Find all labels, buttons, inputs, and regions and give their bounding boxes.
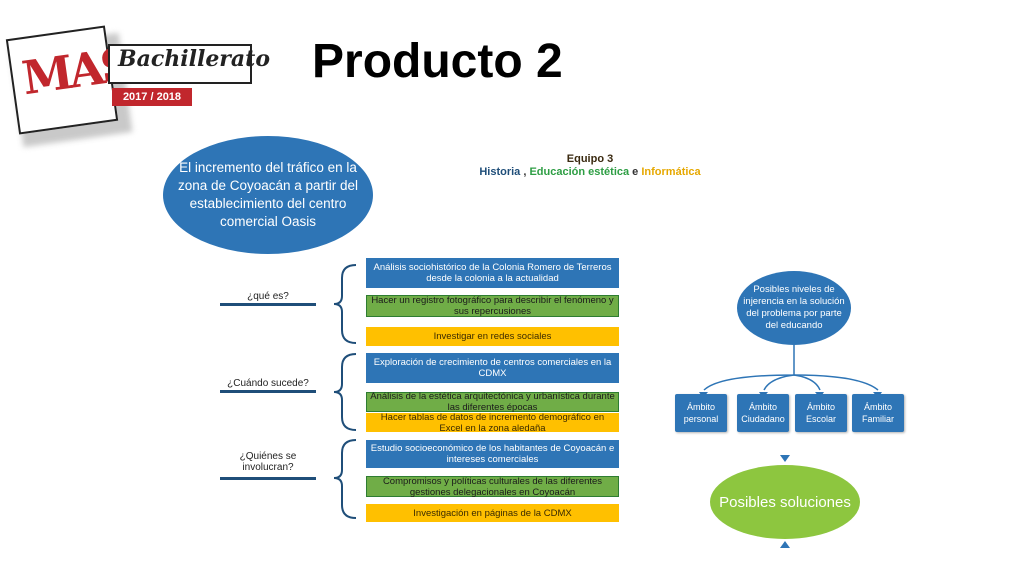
branch-escolar [793, 374, 821, 391]
team-subject: Informática [641, 166, 701, 178]
problem-oval: El incremento del tráfico en la zona de … [163, 136, 373, 254]
team-subject: Historia [479, 166, 521, 178]
ambito-box: Ámbito Escolar [795, 394, 847, 432]
team-title: Equipo 3 [566, 153, 614, 165]
task-box: Análisis sociohistórico de la Colonia Ro… [366, 258, 619, 288]
team-subject: Educación estética [529, 166, 630, 178]
ambito-box: Ámbito Familiar [852, 394, 904, 432]
arrow-down-top [780, 455, 790, 462]
question-line [220, 477, 316, 480]
logo-years: 2017 / 2018 [112, 88, 192, 106]
team-subject: e [629, 166, 642, 178]
page-title: Producto 2 [312, 35, 563, 88]
task-box: Investigación en páginas de la CDMX [366, 504, 619, 522]
branch-familiar [793, 374, 879, 391]
task-box: Análisis de la estética arquitectónica y… [366, 391, 619, 413]
question-line [220, 303, 316, 306]
levels-oval: Posibles niveles de injerencia en la sol… [737, 271, 851, 345]
ambito-box: Ámbito Ciudadano [737, 394, 789, 432]
brace-3 [333, 439, 357, 519]
team-subjects: Historia , Educación estética e Informát… [430, 166, 750, 178]
task-box: Exploración de crecimiento de centros co… [366, 353, 619, 383]
brace-1 [333, 264, 357, 344]
solutions-oval: Posibles soluciones [710, 465, 860, 539]
question-line [220, 390, 316, 393]
branch-ciudadano [763, 374, 795, 391]
ambito-box: Ámbito personal [675, 394, 727, 432]
task-box: Estudio socioeconómico de los habitantes… [366, 440, 619, 468]
task-box: Hacer un registro fotográfico para descr… [366, 295, 619, 317]
task-box: Compromisos y políticas culturales de la… [366, 476, 619, 498]
task-box: Investigar en redes sociales [366, 327, 619, 346]
logo-banner [108, 44, 252, 84]
arrow-up-bottom [780, 541, 790, 548]
team-subject: , [520, 166, 530, 178]
brace-2 [333, 353, 357, 431]
question-label: ¿Cuándo sucede? [227, 378, 309, 389]
logo-brand: Bachillerato [118, 46, 270, 72]
question-label: ¿qué es? [247, 291, 289, 302]
task-box: Hacer tablas de datos de incremento demo… [366, 412, 619, 434]
branch-personal [703, 345, 795, 391]
question-label: ¿Quiénes se involucran? [239, 451, 297, 473]
